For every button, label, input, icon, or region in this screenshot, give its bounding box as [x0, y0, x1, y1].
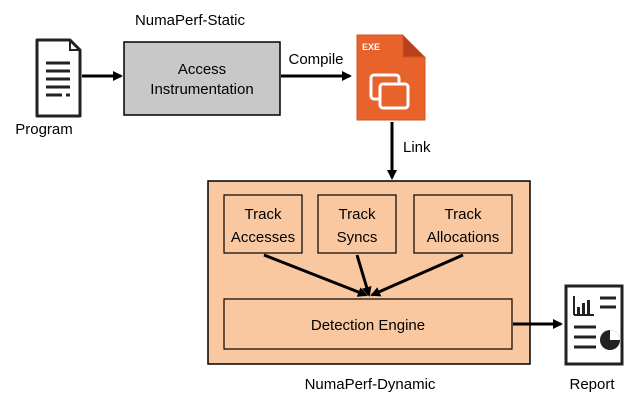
exe-badge: EXE	[362, 42, 380, 52]
program-label: Program	[15, 121, 73, 138]
track-accesses-line1: Track	[245, 206, 282, 223]
detection-engine-label: Detection Engine	[311, 317, 425, 334]
access-instrumentation-line2: Instrumentation	[150, 81, 253, 98]
track-accesses-line2: Accesses	[231, 229, 295, 246]
arrow-allocations-to-engine	[370, 253, 464, 297]
report-label: Report	[569, 376, 615, 393]
arrow-syncs-to-engine	[355, 254, 372, 297]
arrow-accesses-to-engine	[263, 253, 368, 297]
track-accesses-box	[223, 194, 303, 254]
track-syncs-line1: Track	[339, 206, 376, 223]
dynamic-stage-title: NumaPerf-Dynamic	[305, 376, 436, 393]
access-instrumentation-box	[123, 41, 281, 116]
track-allocations-line2: Allocations	[427, 229, 500, 246]
track-allocations-line1: Track	[445, 206, 482, 223]
link-label: Link	[403, 139, 431, 156]
detection-engine-box	[223, 298, 513, 350]
static-stage-title: NumaPerf-Static	[135, 12, 246, 29]
track-syncs-box	[317, 194, 397, 254]
document-icon	[35, 38, 82, 118]
report-icon	[564, 284, 624, 366]
compile-label: Compile	[288, 51, 343, 68]
executable-file-icon: EXE	[356, 34, 426, 121]
track-allocations-box	[413, 194, 513, 254]
track-syncs-line2: Syncs	[337, 229, 378, 246]
access-instrumentation-line1: Access	[178, 61, 226, 78]
